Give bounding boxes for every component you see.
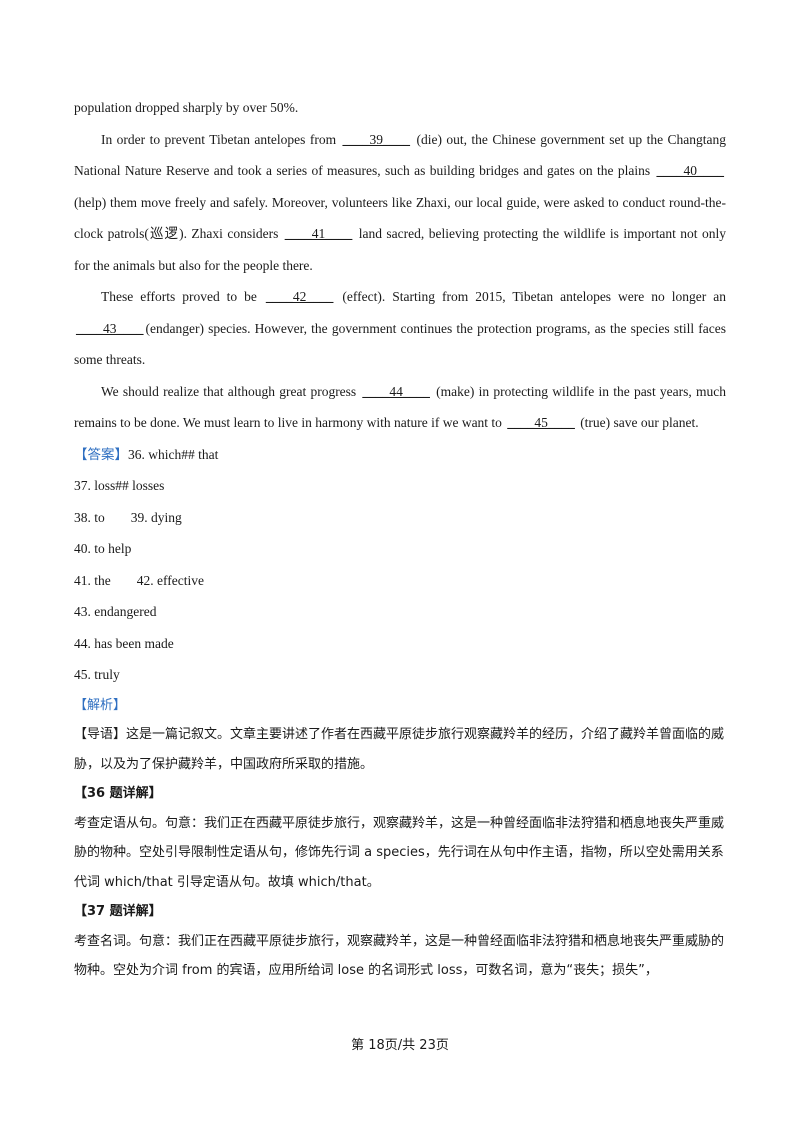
blank-44: ____44____ [362,383,430,399]
answer-37: 37. loss## losses [74,478,165,493]
passage-text: (endanger) species. However, the governm… [74,320,726,368]
passage-text: (true) save our planet. [576,415,699,430]
answer-36: 【答案】36. which## that [74,439,726,471]
answer-43: 43. endangered [74,604,157,619]
answer-text: 36. which## that [128,446,219,462]
passage-text: These efforts proved to be [101,289,264,304]
answer-text: 38. to [74,509,105,525]
passage-text: In order to prevent Tibetan antelopes fr… [101,131,341,147]
blank-45: ____45____ [507,415,575,430]
passage-text: We should realize that although great pr… [101,383,361,399]
passage-text: (help) them move freely and safely. More… [74,194,726,242]
analysis-tag: 【解析】 [74,697,127,713]
q37-title: 【37 题详解】 [74,904,162,919]
answer-text: 42. effective [136,572,204,588]
passage-text: (make) in protecting wildlife in the pas… [74,383,726,431]
document-page: population dropped sharply by over 50%. … [74,92,726,986]
blank-40: ____40____ [656,163,725,178]
analysis-guide: 【导语】这是一篇记叙文。文章主要讲述了作者在西藏平原徒步旅行观察藏羚羊的经历，介… [74,727,725,772]
answer-text: 39. dying [130,509,182,525]
passage-paragraph-1: In order to prevent Tibetan antelopes fr… [74,124,726,282]
blank-39: ____39____ [342,131,411,147]
answer-44: 44. has been made [74,635,174,651]
passage-text: land sacred, believing protecting the wi… [74,226,726,273]
answer-tag: 【答案】 [74,446,128,462]
answer-45: 45. truly [74,667,120,682]
blank-42: ____42____ [265,289,334,304]
passage-text: (effect). Starting from 2015, Tibetan an… [335,289,726,304]
passage-paragraph-3: We should realize that although great pr… [74,376,726,439]
answer-38-39: 38. to 39. dying [74,502,726,534]
blank-43: ____43____ [76,320,144,336]
passage-text: (die) out, the Chinese government set up… [74,131,726,179]
q36-title: 【36 题详解】 [74,786,162,801]
answer-41-42: 41. the 42. effective [74,565,726,597]
q37-body: 考查名词。句意：我们正在西藏平原徒步旅行，观察藏羚羊，这是一种曾经面临非法狩猎和… [74,933,725,979]
passage-paragraph-0: population dropped sharply by over 50%. [74,92,726,124]
blank-41: ____41____ [284,226,353,241]
answer-text: 41. the [74,572,111,588]
passage-paragraph-2: These efforts proved to be ____42____ (e… [74,281,726,376]
answer-40: 40. to help [74,541,132,556]
page-footer: 第 18页/共 23页 [351,1038,449,1053]
passage-text: population dropped sharply by over 50%. [74,100,299,115]
q36-body: 考查定语从句。句意：我们正在西藏平原徒步旅行，观察藏羚羊，这是一种曾经面临非法狩… [74,815,725,890]
